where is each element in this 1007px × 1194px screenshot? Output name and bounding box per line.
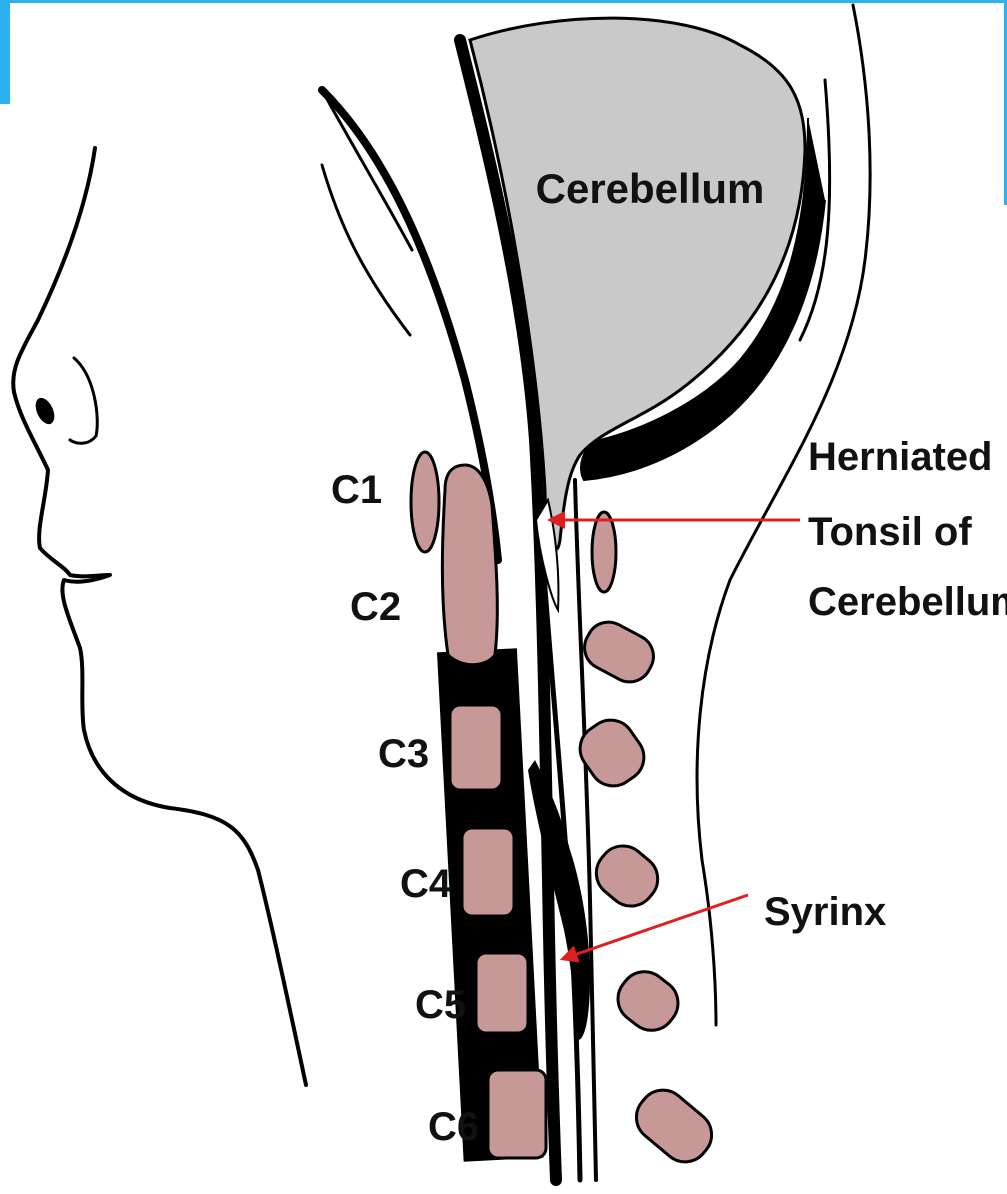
c3-body [450,705,502,790]
spinous-process-c5 [608,962,687,1040]
spinous-process-c6 [627,1080,722,1171]
vertebra-label-c5: C5 [415,983,466,1027]
c4-body [462,828,514,916]
herniated-tonsil-label-line2: Tonsil of [808,510,972,554]
pharynx-thin-curve-a [322,90,412,250]
herniated-tonsil-label-line1: Herniated [808,435,993,479]
nostril [32,395,58,427]
vertebra-label-c4: C4 [400,862,452,906]
dens-c2-body [442,465,497,665]
vertebra-label-c6: C6 [428,1105,479,1149]
syrinx-label: Syrinx [764,890,886,934]
spinous-process-c2 [577,614,661,689]
c6-body [488,1070,546,1158]
cerebellum-label: Cerebellum [536,165,765,212]
vertebra-label-c2: C2 [350,585,401,629]
vertebra-label-c3: C3 [378,732,429,776]
vertebra-label-c1: C1 [331,468,382,512]
syrinx-arrow [574,895,748,955]
face-profile [13,148,306,1085]
herniated-tonsil-label-line3: Cerebellum [808,580,1007,624]
syrinx-cavity [528,760,590,1040]
spinous-process-c4 [587,836,668,916]
frame-accent-top [0,0,1007,3]
nose-ala [70,358,97,443]
c5-body [476,953,528,1033]
c1-posterior-arch [592,512,616,592]
c1-anterior-arch [411,452,439,552]
frame-accent-left [0,0,10,104]
